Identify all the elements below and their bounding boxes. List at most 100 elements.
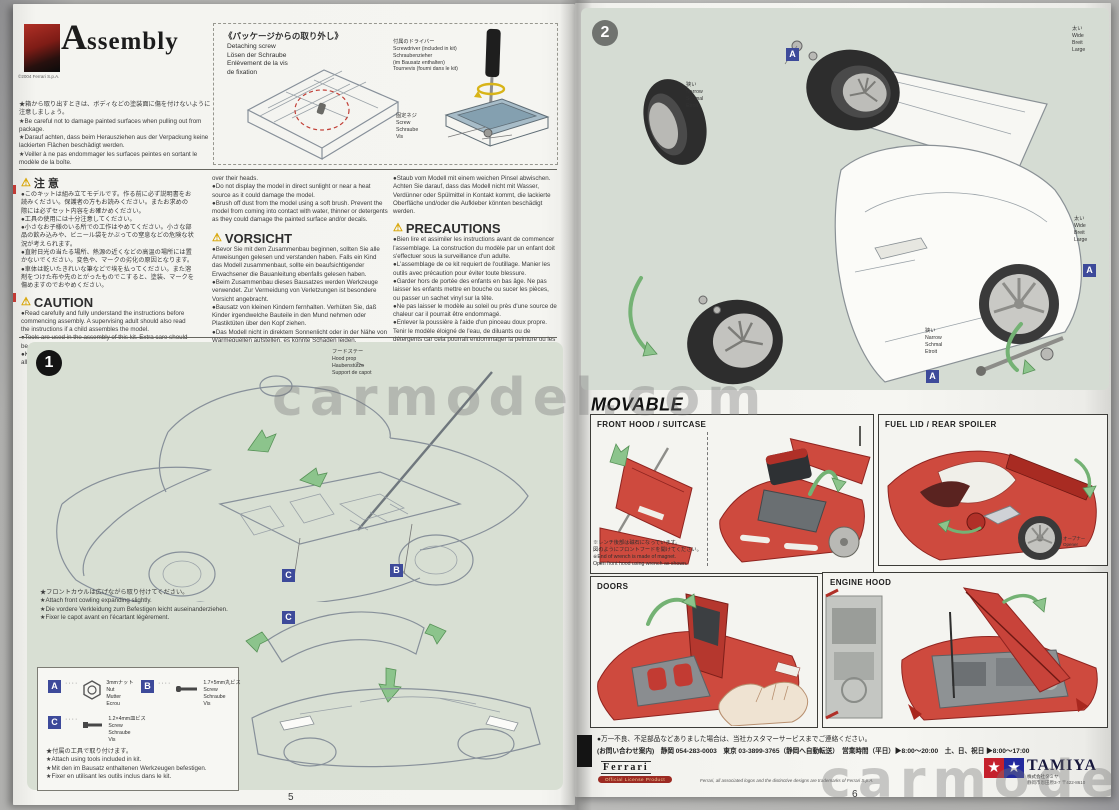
- detach-title-line: Lösen der Schraube: [227, 51, 287, 59]
- warning-triangle-icon: ⚠: [21, 176, 31, 189]
- caution-de-continuation: ●Staub vom Modell mit einem weichen Pins…: [393, 175, 557, 216]
- front-hood-wrench-illustration: [598, 443, 693, 565]
- screwdriver-illustration: [444, 28, 550, 147]
- tamiya-logo: ★ ★ TAMIYA 株式会社タミヤ 静岡市恩田原3-7 〒422-8610: [984, 758, 1097, 786]
- label-line: Narrow: [686, 88, 703, 95]
- part-name: Schraube: [203, 693, 226, 700]
- front-hood-notes: ※レンチ後部は磁石になっています。 図のようにフロントフードを開けてください。 …: [593, 540, 702, 567]
- label-line: 付属のドライバー: [393, 39, 435, 45]
- step2-wheels-illustration: [628, 40, 1082, 385]
- detach-title-stack: Detaching screw Lösen der Schraube Enlèv…: [227, 43, 288, 77]
- cowl-notes: ★フロントカウルは広げながら取り付けてください。 ★Attach front c…: [40, 589, 228, 622]
- note-line: ★Veiller à ne pas endommager les surface…: [19, 150, 198, 167]
- callout-a: A: [926, 370, 939, 383]
- wide-labels: 太い Wide Breit Large: [1074, 216, 1087, 243]
- label-line: Narrow: [925, 334, 942, 341]
- label-line: Opener: [1063, 541, 1079, 547]
- bullet: ●Beim Zusammenbau dieses Bausatzes werde…: [212, 278, 378, 303]
- part-a-labels: 3mmナット Nut Mutter Ecrou: [106, 680, 133, 707]
- nut-icon: [83, 680, 102, 700]
- label-line: Screwdriver (included in kit): [393, 45, 457, 52]
- note-line: 図のようにフロントフードを開けてください。: [593, 546, 702, 553]
- label-line: Etroit: [925, 348, 938, 355]
- note-line: ★Fixer le capot avant en l'écartant légè…: [40, 613, 170, 621]
- note-line: ★Fixer en utilisant les outils inclus da…: [46, 772, 172, 780]
- note-line: ★Attach using tools included in kit.: [46, 756, 142, 764]
- callout-b: B: [390, 564, 403, 577]
- leader-dots: ····: [158, 680, 172, 687]
- label-line: Vis: [396, 133, 404, 140]
- part-c-labels: 1.2×4mm皿ビス Screw Schraube Vis: [108, 716, 145, 743]
- detach-title-line: Detaching screw: [227, 43, 276, 50]
- warning-triangle-icon: ⚠: [212, 231, 222, 244]
- part-name: Vis: [203, 700, 211, 707]
- wide-labels: 太い Wide Breit Large: [1072, 26, 1085, 53]
- photo-caption: ©2004 Ferrari S.p.A.: [18, 74, 60, 79]
- part-name: Nut: [106, 686, 115, 693]
- caution-jp-column: ⚠注 意 ●このキットは組み立てモデルです。作る前に必ず説明書をお読みください。…: [21, 175, 194, 368]
- callout-a: A: [786, 48, 799, 61]
- label-line: Large: [1072, 46, 1086, 53]
- tool-notes: ★付属の工具で取り付けます。 ★Attach using tools inclu…: [46, 748, 207, 781]
- doors-illustration: [597, 593, 808, 726]
- part-letter-b: B: [141, 680, 154, 693]
- part-letter-a: A: [48, 680, 61, 693]
- label-line: Schmal: [925, 341, 943, 348]
- print-mark: [13, 293, 16, 302]
- front-hood-open-illustration: [719, 426, 871, 563]
- warning-triangle-icon: ⚠: [21, 295, 31, 308]
- note-line: Open front hood using wrench as shown.: [593, 560, 688, 567]
- step1-cowl-illustration: [245, 611, 541, 768]
- label-line: Schmal: [686, 95, 704, 102]
- screwdriver-labels: 付属のドライバー Screwdriver (included in kit) S…: [393, 39, 458, 73]
- service-contact: (お問い合わせ案内) 静岡 054-283-0003 東京 03-3899-37…: [597, 748, 1030, 755]
- bullet: ●車体は乾いたきれいな筆などで埃を払ってください。また溶剤をつけた布や先のとがっ…: [21, 265, 194, 290]
- label-line: オープナー: [1063, 536, 1086, 541]
- label-line: Screw: [396, 119, 411, 126]
- detach-title-line: Enlèvement de la vis: [227, 60, 288, 68]
- part-row-b: B ···· 1.7×5mm丸ビス Screw Schraube Vis: [141, 680, 241, 707]
- detach-title-line: de fixation: [227, 68, 258, 76]
- ferrari-license-badge: Official License Product: [598, 776, 673, 783]
- bullet: ●Bevor Sie mit dem Zusammenbau beginnen,…: [212, 245, 380, 278]
- page-number-right: 6: [852, 789, 858, 800]
- label-line: 狭い: [686, 82, 697, 88]
- caution-en-continuation: over their heads. ●Do not display the mo…: [212, 175, 388, 225]
- bullet: ●Bausatz von kleinen Kindern fernhalten.…: [212, 303, 377, 328]
- note-line: ★Darauf achten, dass beim Herausziehen a…: [19, 134, 209, 150]
- part-b-labels: 1.7×5mm丸ビス Screw Schraube Vis: [203, 680, 240, 707]
- caution-en-title: CAUTION: [33, 294, 94, 310]
- front-hood-title: FRONT HOOD / SUITCASE: [597, 420, 707, 429]
- part-letter-c: C: [48, 716, 61, 729]
- callout-c: C: [282, 569, 295, 582]
- parts-legend: A ···· 3mmナット Nut Mutter Ecrou B ···· 1.…: [37, 667, 241, 791]
- print-mark: [13, 185, 16, 194]
- ferrari-trademark-note: Ferrari, all associated logos and the di…: [700, 778, 874, 783]
- detaching-screw-box: [213, 23, 558, 165]
- divider: [19, 169, 557, 170]
- bullet: ●Do not display the model in direct sunl…: [212, 183, 371, 199]
- page-number-left: 5: [288, 792, 294, 803]
- part-name: Screw: [108, 722, 123, 729]
- hood-prop-labels: フードステー Hood prop Haubenstütze Support de…: [332, 349, 372, 376]
- narrow-labels: 狭い Narrow Schmal Etroit: [925, 328, 942, 355]
- label-line: Tournevis (fourni dans le kit): [393, 66, 458, 73]
- bullet: ●Garder hors de portée des enfants en ba…: [393, 277, 549, 302]
- note-line: ★箱から取り出すときは、ボディなどの塗装面に傷を付けないように注意しましょう。: [19, 101, 211, 117]
- label-line: Large: [1074, 236, 1088, 243]
- label-line: Wide: [1072, 32, 1084, 39]
- label-line: Hood prop: [332, 355, 357, 362]
- label-line: 太い: [1074, 216, 1085, 222]
- detach-title-jp: 《パッケージからの取り外し》: [224, 31, 343, 41]
- step1-number: 1: [36, 350, 62, 376]
- caution-jp-bullets: ●このキットは組み立てモデルです。作る前に必ず説明書をお読みください。保護者の方…: [21, 191, 194, 291]
- label-line: Etroit: [686, 102, 699, 109]
- label-line: (im Bausatz enthalten): [393, 59, 445, 66]
- tamiya-address: 静岡市恩田原3-7 〒422-8610: [1027, 779, 1086, 785]
- note-line: ★付属の工具で取り付けます。: [46, 748, 133, 755]
- label-line: 固定ネジ: [396, 113, 417, 119]
- engine-hood-illustration: [825, 587, 1098, 721]
- label-line: Breit: [1074, 229, 1085, 236]
- tamiya-company: 株式会社タミヤ: [1027, 774, 1059, 779]
